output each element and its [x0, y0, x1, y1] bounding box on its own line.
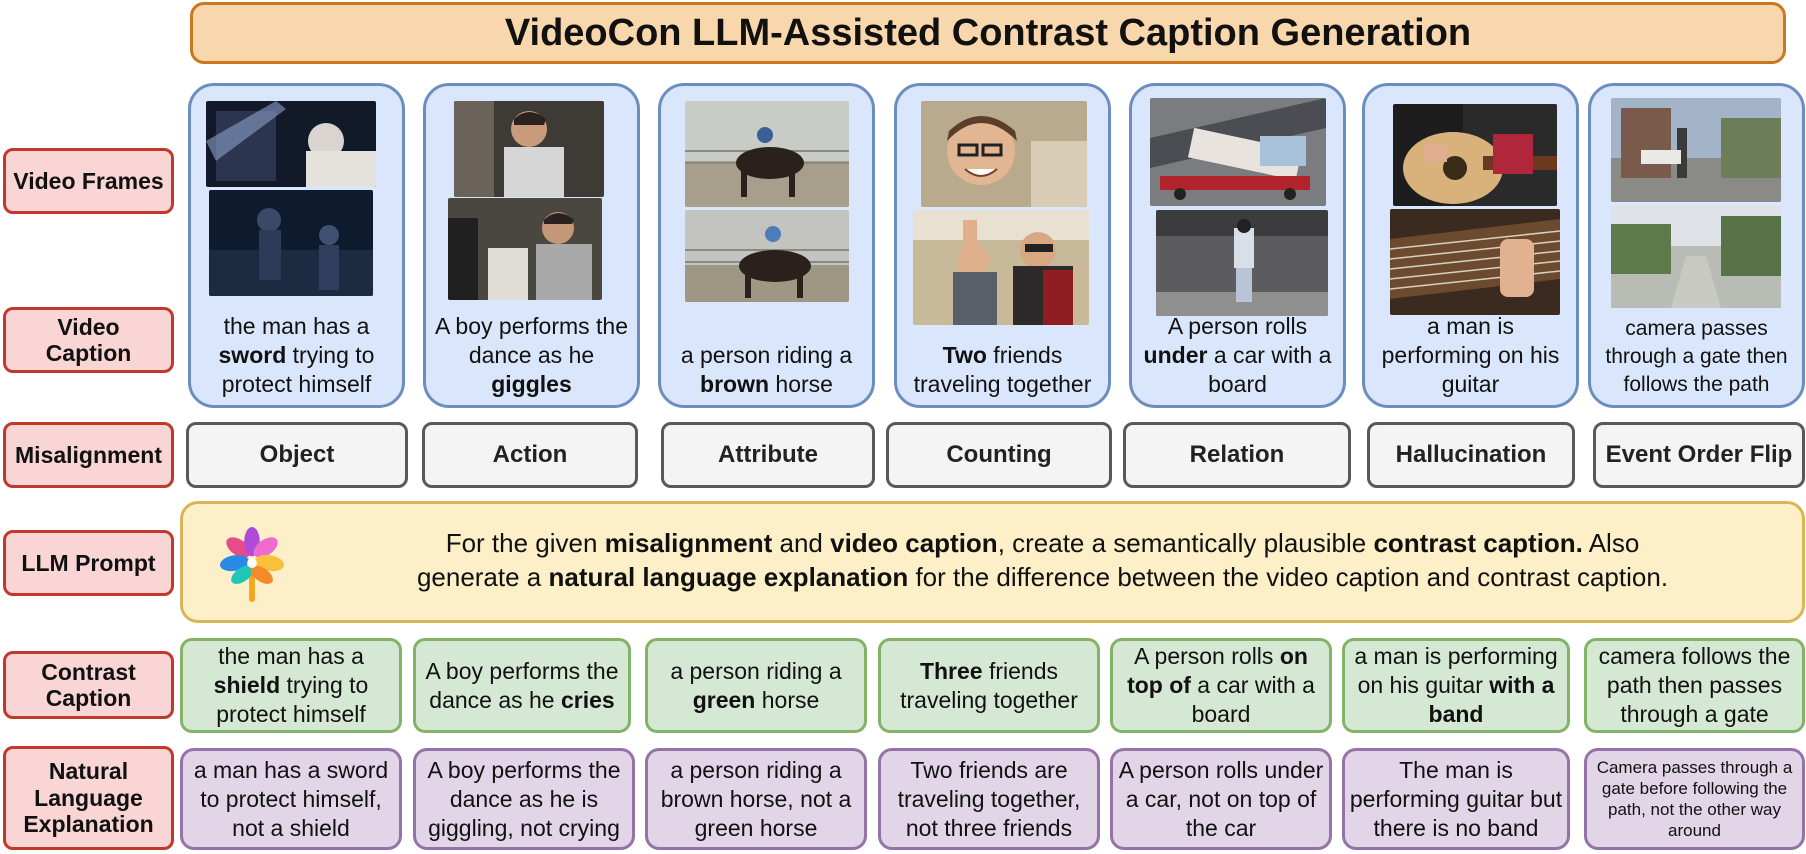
llm-pinwheel-icon — [219, 526, 285, 603]
video-frame-image — [1393, 104, 1557, 206]
explanation-text: The man is performing guitar but there i… — [1342, 748, 1570, 850]
video-frame-image — [1156, 210, 1328, 316]
misalignment-type: Counting — [886, 422, 1112, 488]
contrast-caption: a man is performing on his guitar with a… — [1342, 638, 1570, 733]
contrast-caption: camera follows the path then passes thro… — [1584, 638, 1805, 733]
diagram-title: VideoCon LLM-Assisted Contrast Caption G… — [190, 2, 1786, 64]
row-label-contrast-caption: Contrast Caption — [3, 651, 174, 719]
video-frame-image — [448, 198, 602, 300]
video-frame-image — [1390, 209, 1560, 315]
row-label-video-caption: Video Caption — [3, 307, 174, 373]
contrast-caption: a person riding a green horse — [645, 638, 867, 733]
misalignment-type: Hallucination — [1367, 422, 1575, 488]
row-label-llm-prompt: LLM Prompt — [3, 530, 174, 596]
video-frame-image — [921, 101, 1087, 207]
video-caption: a man is performing on his guitar — [1381, 313, 1560, 397]
video-frame-image — [913, 210, 1089, 325]
llm-prompt-text: For the given misalignment and video cap… — [416, 528, 1669, 592]
contrast-caption: Three friends traveling together — [878, 638, 1100, 733]
explanation-text: a person riding a brown horse, not a gre… — [645, 748, 867, 850]
contrast-caption: A boy performs the dance as he cries — [413, 638, 631, 733]
contrast-caption: A person rolls on top of a car with a bo… — [1110, 638, 1332, 733]
video-frame-image — [685, 101, 849, 207]
video-card-hallucination: a man is performing on his guitar — [1362, 83, 1579, 408]
row-label-explanation: Natural Language Explanation — [3, 746, 174, 850]
video-card-object: the man has a sword trying to protect hi… — [188, 83, 405, 408]
misalignment-type: Action — [422, 422, 638, 488]
video-caption: a person riding a brown horse — [680, 342, 853, 397]
video-caption: Two friends traveling together — [913, 342, 1092, 397]
misalignment-type: Event Order Flip — [1593, 422, 1805, 488]
video-frame-image — [1611, 206, 1781, 308]
video-card-attribute: a person riding a brown horse — [658, 83, 875, 408]
video-frame-image — [206, 101, 376, 187]
row-label-misalignment: Misalignment — [3, 422, 174, 488]
explanation-text: a man has a sword to protect himself, no… — [180, 748, 402, 850]
video-frame-image — [1150, 98, 1326, 206]
llm-prompt-box: For the given misalignment and video cap… — [180, 501, 1805, 623]
misalignment-type: Relation — [1123, 422, 1351, 488]
video-card-counting: Two friends traveling together — [894, 83, 1111, 408]
contrast-caption: the man has a shield trying to protect h… — [180, 638, 402, 733]
misalignment-type: Attribute — [661, 422, 875, 488]
video-card-event-order-flip: camera passes through a gate then follow… — [1588, 83, 1805, 408]
explanation-text: Two friends are traveling together, not … — [878, 748, 1100, 850]
video-caption: the man has a sword trying to protect hi… — [218, 313, 375, 397]
video-card-action: A boy performs the dance as he giggles — [423, 83, 640, 408]
video-caption: A person rolls under a car with a board — [1143, 313, 1332, 397]
video-frame-image — [1611, 98, 1781, 202]
explanation-text: A boy performs the dance as he is giggli… — [413, 748, 635, 850]
misalignment-type: Object — [186, 422, 408, 488]
video-frame-image — [454, 101, 604, 197]
video-card-relation: A person rolls under a car with a board — [1129, 83, 1346, 408]
video-caption: camera passes through a gate then follow… — [1605, 317, 1788, 396]
explanation-text: Camera passes through a gate before foll… — [1584, 748, 1805, 850]
explanation-text: A person rolls under a car, not on top o… — [1110, 748, 1332, 850]
row-label-video-frames: Video Frames — [3, 148, 174, 214]
video-frame-image — [209, 190, 373, 296]
video-frame-image — [685, 210, 849, 302]
video-caption: A boy performs the dance as he giggles — [434, 313, 629, 397]
